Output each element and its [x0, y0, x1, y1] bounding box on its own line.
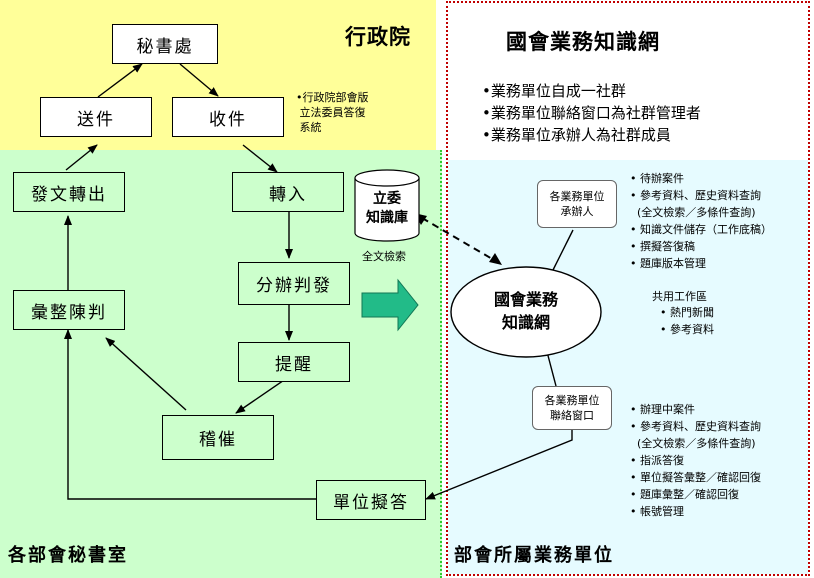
workspace-item: • 參考資料 — [660, 323, 714, 336]
arrow-issue-to-send — [65, 144, 98, 171]
handler-item: • 待辦案件 — [630, 172, 684, 185]
handler-item: • 撰擬答復稿 — [630, 240, 695, 253]
arrow-remind-to-followup — [235, 375, 291, 414]
community-bullet: •業務單位承辦人為社群成員 — [482, 126, 671, 144]
contact-item: • 單位擬答彙整／確認回復 — [630, 471, 761, 484]
db-label: 立委 知識庫 — [366, 191, 408, 226]
community-bullet: •業務單位聯絡窗口為社群管理者 — [482, 104, 701, 122]
node-remind: 提醒 — [238, 342, 350, 382]
unit-handler-box: 各業務單位 承辦人 — [537, 180, 617, 228]
node-transfer-in: 轉入 — [232, 172, 344, 212]
workspace-item: • 熱門新聞 — [660, 306, 714, 319]
workspace-items: • 熱門新聞 • 參考資料 — [660, 304, 714, 338]
contact-item: • 題庫彙整／確認回復 — [630, 488, 739, 501]
knowledge-network-title: 國會業務知識網 — [506, 30, 660, 54]
contact-item: • 指派答復 — [630, 454, 684, 467]
db-cylinder — [354, 169, 420, 242]
arrow-followup-to-compile — [105, 337, 187, 411]
community-bullet: •業務單位自成一社群 — [482, 82, 626, 100]
node-compile: 彙整陳判 — [13, 290, 125, 330]
knowledge-network-ellipse — [450, 266, 602, 358]
link-center-handler — [549, 229, 574, 277]
node-send: 送件 — [40, 97, 152, 137]
arrow-contact-to-draft — [425, 428, 573, 500]
workspace-title: 共用工作區 — [652, 290, 707, 303]
arrow-send-to-secretariat — [97, 63, 143, 98]
handler-item: • 參考資料、歷史資料查詢 — [630, 189, 761, 202]
contact-item: (全文檢索／多條件查詢) — [630, 437, 756, 450]
node-dispatch: 分辦判發 — [238, 262, 350, 305]
handler-item: • 知識文件儲存（工作底稿） — [630, 223, 772, 236]
community-bullets: •業務單位自成一社群 •業務單位聯絡窗口為社群管理者 •業務單位承辦人為社群成員 — [482, 80, 701, 146]
secretariat-zone-title: 各部會秘書室 — [8, 545, 128, 566]
yuan-system-note: •行政院部會版 立法委員答復 系統 — [296, 91, 369, 134]
unit-contact-box: 各業務單位 聯絡窗口 — [532, 386, 612, 430]
handler-items: • 待辦案件 • 參考資料、歷史資料查詢 (全文檢索／多條件查詢) • 知識文件… — [630, 170, 772, 272]
handler-item: (全文檢索／多條件查詢) — [630, 206, 756, 219]
contact-items: • 辦理中案件 • 參考資料、歷史資料查詢 (全文檢索／多條件查詢) • 指派答… — [630, 401, 761, 520]
node-issue-out: 發文轉出 — [13, 172, 125, 212]
contact-item: • 參考資料、歷史資料查詢 — [630, 420, 761, 433]
zone-divider — [440, 150, 445, 578]
node-follow-up: 稽催 — [162, 415, 274, 460]
arrow-draft-to-compile — [64, 329, 316, 500]
link-db-center — [421, 217, 495, 261]
contact-item: • 帳號管理 — [630, 505, 684, 518]
arrow-secretariat-to-receive — [179, 63, 219, 97]
business-unit-zone — [448, 160, 808, 574]
knowledge-network-frame — [446, 1, 810, 576]
db-caption: 全文檢索 — [362, 250, 406, 263]
center-label: 國會業務 知識網 — [493, 290, 558, 332]
executive-yuan-title: 行政院 — [345, 25, 411, 49]
node-receive: 收件 — [172, 97, 284, 137]
node-secretariat: 秘書處 — [112, 24, 218, 64]
arrow-receive-to-transfer — [242, 144, 278, 173]
contact-item: • 辦理中案件 — [630, 403, 695, 416]
business-unit-zone-title: 部會所屬業務單位 — [454, 545, 614, 566]
node-unit-draft: 單位擬答 — [316, 480, 426, 520]
flow-block-arrow — [361, 278, 419, 332]
handler-item: • 題庫版本管理 — [630, 257, 706, 270]
